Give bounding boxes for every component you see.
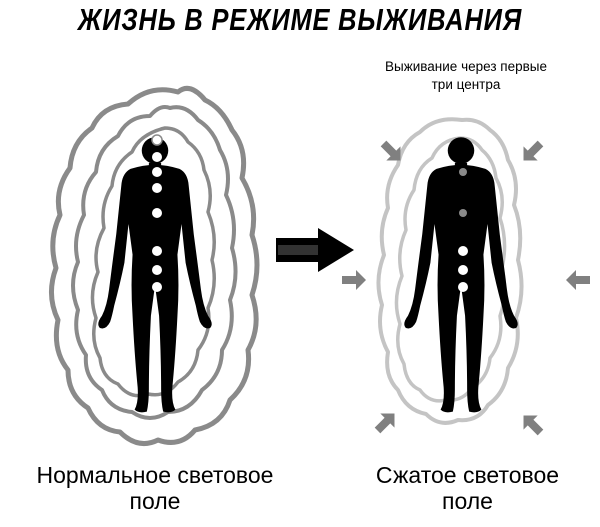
page-title: ЖИЗНЬ В РЕЖИМЕ ВЫЖИВАНИЯ xyxy=(77,2,523,37)
active-center-3 xyxy=(458,246,468,256)
normal-field-caption-line1: Нормальное световое xyxy=(36,462,274,488)
compressed-field-note-line1: Выживание через первые xyxy=(385,59,547,74)
inward-arrow-icon xyxy=(523,140,544,161)
compressed-field-caption-line1: Сжатое световое xyxy=(375,462,560,488)
compressed-field-caption: Сжатое световое поле xyxy=(335,462,600,514)
compressed-field-note-line2: три центра xyxy=(431,77,501,92)
sacral-center xyxy=(152,246,162,256)
active-center-2 xyxy=(458,265,468,275)
inward-arrow-icon xyxy=(342,270,366,290)
right-arrow-icon xyxy=(276,228,354,272)
compressed-field-note: Выживание через первые три центра xyxy=(350,58,582,94)
inward-arrow-icon xyxy=(566,270,590,290)
root-center xyxy=(152,282,162,292)
inward-arrow-icon xyxy=(380,140,401,161)
dim-center-middle xyxy=(459,209,467,217)
compressed-field-outer-ring xyxy=(376,117,524,425)
normal-field-caption: Нормальное световое поле xyxy=(0,462,310,514)
third-eye-center xyxy=(152,152,162,162)
compressed-field-caption-line2: поле xyxy=(442,488,493,514)
crown-center xyxy=(151,134,163,146)
lower-center-1 xyxy=(152,265,162,275)
normal-field-middle-ring xyxy=(71,105,238,420)
dim-center-upper xyxy=(459,168,467,176)
normal-field-outer-ring xyxy=(49,85,260,447)
active-center-1 xyxy=(458,282,468,292)
solar-plexus-center xyxy=(152,208,162,218)
compressed-field-human-silhouette xyxy=(404,137,518,413)
heart-center xyxy=(152,183,162,193)
pressure-arrows xyxy=(342,140,590,436)
compressed-field-energy-centers xyxy=(458,168,468,292)
normal-field-human-silhouette xyxy=(98,137,212,413)
normal-field-energy-centers xyxy=(151,134,163,292)
normal-field-caption-line2: поле xyxy=(129,488,181,514)
inward-arrow-icon xyxy=(374,413,395,434)
inward-arrow-icon xyxy=(523,415,544,436)
throat-center xyxy=(152,167,162,177)
